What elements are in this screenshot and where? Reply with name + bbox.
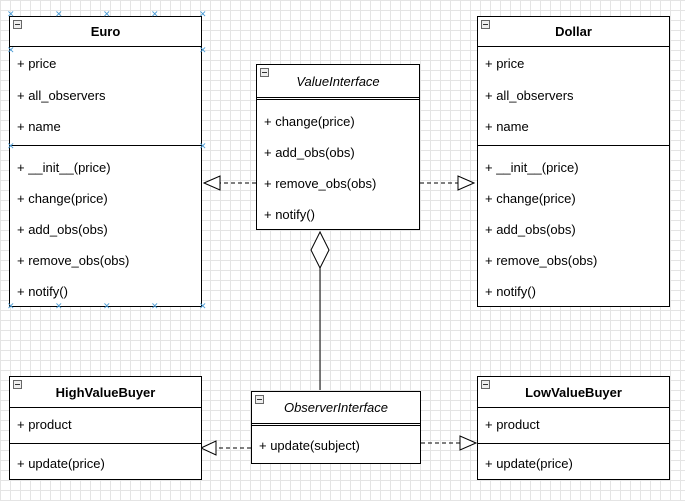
attributes-section: + price + all_observers + name — [10, 47, 201, 146]
attribute: + name — [17, 119, 61, 134]
class-dollar-header: Dollar — [478, 17, 669, 47]
class-dollar[interactable]: Dollar + price + all_observers + name + … — [477, 16, 670, 307]
attribute: + price — [17, 56, 57, 71]
class-valueinterface-header: ValueInterface — [257, 65, 419, 100]
x-handle-icon[interactable]: ✕ — [103, 301, 111, 311]
class-highvaluebuyer[interactable]: HighValueBuyer + product + update(price) — [9, 376, 202, 480]
class-title: ValueInterface — [296, 73, 380, 89]
arrowhead-lowvaluebuyer — [459, 435, 478, 451]
x-handle-icon[interactable]: ✕ — [55, 301, 63, 311]
arrowhead-highvaluebuyer — [199, 440, 217, 456]
attribute: + all_observers — [17, 87, 106, 103]
attribute: + all_observers — [485, 87, 574, 103]
methods-section: + update(price) — [478, 444, 669, 478]
attributes-section: + product — [478, 408, 669, 444]
class-title: ObserverInterface — [283, 400, 389, 415]
class-title: Euro — [90, 24, 121, 39]
minus-square-icon[interactable] — [13, 20, 22, 29]
method: + update(price) — [485, 455, 573, 471]
method: + add_obs(obs) — [485, 222, 576, 237]
method: + add_obs(obs) — [17, 222, 108, 237]
class-lowvaluebuyer-header: LowValueBuyer — [478, 377, 669, 408]
attribute: + price — [485, 56, 525, 71]
arrowhead-euro — [202, 175, 221, 191]
x-handle-icon[interactable]: ✕ — [7, 301, 15, 311]
x-handle-icon[interactable]: ✕ — [103, 9, 111, 19]
x-handle-icon[interactable]: ✕ — [199, 301, 207, 311]
method: + __init__(price) — [17, 160, 111, 175]
minus-square-icon[interactable] — [260, 68, 269, 77]
class-highvaluebuyer-header: HighValueBuyer — [10, 377, 201, 408]
attribute: + name — [485, 119, 529, 134]
attribute: + product — [17, 417, 72, 432]
class-euro[interactable]: Euro + price + all_observers + name + __… — [9, 16, 202, 307]
class-euro-header: Euro — [10, 17, 201, 47]
method: + change(price) — [264, 114, 355, 129]
x-handle-icon[interactable]: ✕ — [7, 9, 15, 19]
method: + notify() — [485, 284, 536, 299]
methods-section: + update(subject) — [252, 426, 420, 460]
x-handle-icon[interactable]: ✕ — [199, 45, 207, 55]
arrowhead-dollar — [457, 175, 476, 191]
minus-square-icon[interactable] — [13, 380, 22, 389]
attributes-section: + price + all_observers + name — [478, 47, 669, 146]
class-observerinterface[interactable]: ObserverInterface + update(subject) — [251, 391, 421, 464]
minus-square-icon[interactable] — [255, 395, 264, 404]
method: + notify() — [17, 284, 68, 299]
class-lowvaluebuyer[interactable]: LowValueBuyer + product + update(price) — [477, 376, 670, 480]
method: + update(price) — [17, 455, 105, 471]
methods-section: + change(price) + add_obs(obs) + remove_… — [257, 100, 419, 230]
method: + add_obs(obs) — [264, 145, 355, 160]
method: + __init__(price) — [485, 160, 579, 175]
method: + notify() — [264, 207, 315, 222]
methods-section: + __init__(price) + change(price) + add_… — [478, 146, 669, 307]
minus-square-icon[interactable] — [481, 20, 490, 29]
method: + change(price) — [17, 191, 108, 206]
class-valueinterface[interactable]: ValueInterface + change(price) + add_obs… — [256, 64, 420, 230]
class-title: HighValueBuyer — [55, 384, 156, 400]
x-handle-icon[interactable]: ✕ — [7, 141, 15, 151]
methods-section: + update(price) — [10, 444, 201, 478]
class-observerinterface-header: ObserverInterface — [252, 392, 420, 426]
x-handle-icon[interactable]: ✕ — [199, 141, 207, 151]
x-handle-icon[interactable]: ✕ — [199, 9, 207, 19]
method: + change(price) — [485, 191, 576, 206]
minus-square-icon[interactable] — [481, 380, 490, 389]
class-title: LowValueBuyer — [525, 384, 622, 400]
aggregation-diamond — [310, 230, 330, 270]
x-handle-icon[interactable]: ✕ — [151, 9, 159, 19]
x-handle-icon[interactable]: ✕ — [55, 9, 63, 19]
methods-section: + __init__(price) + change(price) + add_… — [10, 146, 201, 307]
class-title: Dollar — [555, 24, 592, 39]
method: + remove_obs(obs) — [17, 253, 130, 268]
method: + update(subject) — [259, 438, 360, 453]
x-handle-icon[interactable]: ✕ — [151, 301, 159, 311]
x-handle-icon[interactable]: ✕ — [7, 45, 15, 55]
method: + remove_obs(obs) — [264, 176, 377, 191]
attributes-section: + product — [10, 408, 201, 444]
attribute: + product — [485, 417, 540, 432]
method: + remove_obs(obs) — [485, 253, 598, 268]
